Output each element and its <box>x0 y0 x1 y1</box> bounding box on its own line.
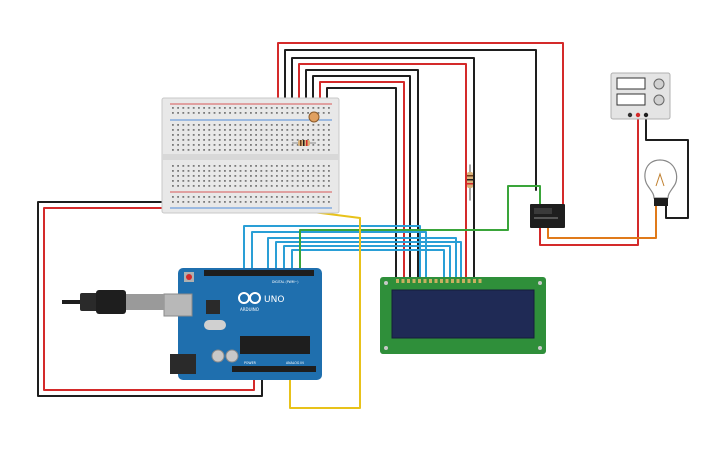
lcd-pins <box>396 279 482 283</box>
arduino-uno-board: UNO ARDUINO DIGITAL (PWM~) POWER ANALOG … <box>163 268 322 380</box>
arduino-brand: ARDUINO <box>240 307 259 312</box>
wire-red-lcd-1 <box>298 63 467 279</box>
wire-blue-5 <box>283 245 451 279</box>
breadboard-holes <box>172 107 330 203</box>
relay <box>530 204 565 228</box>
potentiometer-icon[interactable] <box>308 111 320 123</box>
wire-blue-2 <box>251 231 427 279</box>
arduino-analog-header: ANALOG IN <box>286 361 304 365</box>
arduino-power-header: POWER <box>244 361 257 365</box>
wire-red-lcd-2 <box>319 81 405 279</box>
wire-black-top-loop <box>284 49 537 191</box>
lcd-16x2 <box>380 277 546 354</box>
wire-black-lcd-1 <box>291 57 475 279</box>
wire-red-relay-supply <box>539 117 639 246</box>
wires <box>37 42 689 409</box>
power-supply <box>610 72 671 120</box>
wire-green-relay <box>299 185 541 273</box>
breadboard <box>161 97 340 214</box>
potentiometer <box>308 111 320 123</box>
usb-plug-icon <box>62 290 164 314</box>
wire-black-lcd-2 <box>305 69 419 279</box>
resistor-breadboard <box>292 140 316 146</box>
light-bulb-icon <box>644 159 678 206</box>
arduino-digital-header: DIGITAL (PWM~) <box>272 280 298 284</box>
infinity-logo-icon <box>238 292 261 304</box>
wire-blue-1 <box>243 225 421 279</box>
wire-black-lcd-3 <box>312 75 411 279</box>
wire-black-left-loop <box>37 201 263 397</box>
wire-red-top-loop <box>277 42 564 209</box>
arduino-board-name: UNO <box>264 295 284 305</box>
wire-blue-4 <box>275 241 462 279</box>
wire-orange-relay-bulb <box>547 204 657 239</box>
wire-red-left-loop <box>43 207 255 391</box>
wire-black-supply-bulb <box>645 117 689 219</box>
resistor-mid <box>467 172 473 188</box>
wire-blue-6 <box>291 249 445 279</box>
wire-blue-3 <box>267 237 457 279</box>
